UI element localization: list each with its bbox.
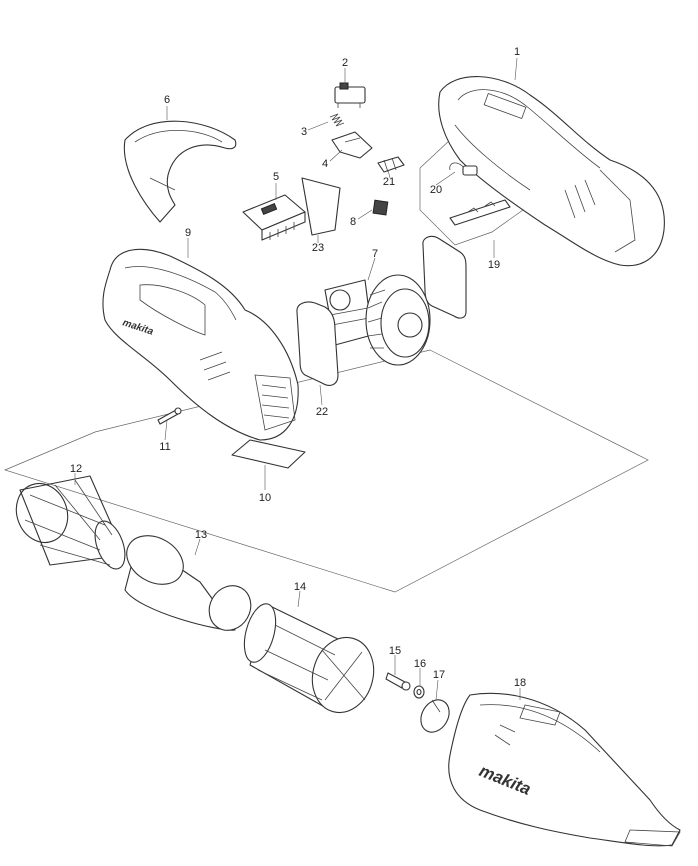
part-14-prefilter (243, 603, 375, 714)
callout-12: 12 (70, 463, 82, 475)
part-3-spring (329, 113, 345, 127)
part-10-label (231, 439, 306, 469)
callout-13: 13 (195, 529, 207, 541)
part-7-motor (324, 274, 431, 366)
callout-8: 8 (350, 216, 356, 228)
part-9-housing: makita (102, 248, 299, 441)
callout-19: 19 (488, 259, 500, 271)
callout-20: 20 (430, 184, 442, 196)
callout-17: 17 (433, 669, 445, 681)
part-5-controller (242, 194, 306, 241)
callout-9: 9 (185, 227, 191, 239)
callout-21: 21 (383, 176, 395, 188)
part-18-nozzle: makita (448, 692, 681, 847)
part-19-pad (422, 235, 467, 319)
part-21-terminal (377, 156, 405, 173)
part-8-block (372, 199, 389, 216)
part-12-cage (15, 475, 126, 570)
callout-4: 4 (322, 158, 328, 170)
part-19-terminal-plate (449, 199, 511, 226)
callout-labels: 1 2 3 4 5 6 7 8 9 10 11 12 13 14 15 16 1… (70, 46, 526, 689)
leader-lines (74, 57, 521, 701)
part-23-sheet (301, 177, 341, 236)
part-22-pad (296, 301, 339, 386)
callout-14: 14 (294, 581, 306, 593)
part-20-lead-wire (449, 162, 478, 176)
part-11-screw (157, 407, 182, 425)
callout-7: 7 (372, 248, 378, 260)
part-2-switch (334, 82, 366, 108)
callout-5: 5 (273, 171, 279, 183)
part-6-handle-strap (123, 120, 237, 223)
callout-22: 22 (316, 406, 328, 418)
callout-6: 6 (164, 94, 170, 106)
callout-23: 23 (312, 242, 324, 254)
group-outline-housing-assembly (3, 349, 649, 593)
callout-16: 16 (414, 658, 426, 670)
callout-10: 10 (259, 492, 271, 504)
callout-2: 2 (342, 57, 348, 69)
callout-18: 18 (514, 677, 526, 689)
callout-11: 11 (159, 441, 170, 453)
part-4-switch-lever (331, 131, 373, 159)
part-16-washer (413, 685, 425, 699)
callout-1: 1 (514, 46, 520, 58)
part-15-screw (385, 672, 411, 691)
part-13-cone-filter (124, 535, 252, 631)
part-17-valve (420, 699, 450, 733)
callout-15: 15 (389, 645, 401, 657)
callout-3: 3 (301, 126, 307, 138)
